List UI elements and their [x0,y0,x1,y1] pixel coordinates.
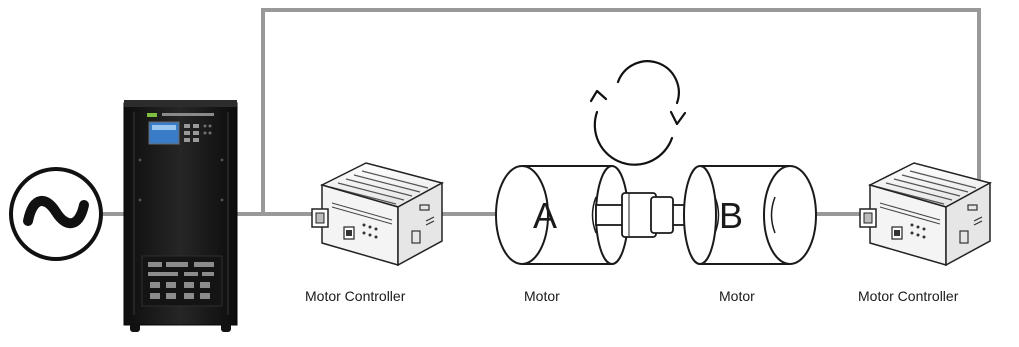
motor-a: A [495,165,629,265]
caster [130,323,140,332]
brand-mark [147,113,157,117]
label-motor-b: Motor [719,288,755,304]
motor-b-letter: B [719,195,743,236]
label-motor-controller-right: Motor Controller [858,288,959,304]
label-motor-controller-left: Motor Controller [305,288,406,304]
motor-controller-left [311,162,445,267]
ac-source-icon [9,167,103,261]
motor-b: B [683,165,817,265]
coupling [595,192,709,238]
power-supply-cabinet [123,100,238,332]
caster [221,323,231,332]
rotation-arrows-icon [589,60,687,166]
dc-bus-wire [261,8,981,214]
motor-controller-right [859,162,993,267]
motor-a-letter: A [533,195,557,236]
label-motor-a: Motor [524,288,560,304]
wiring [103,8,981,216]
